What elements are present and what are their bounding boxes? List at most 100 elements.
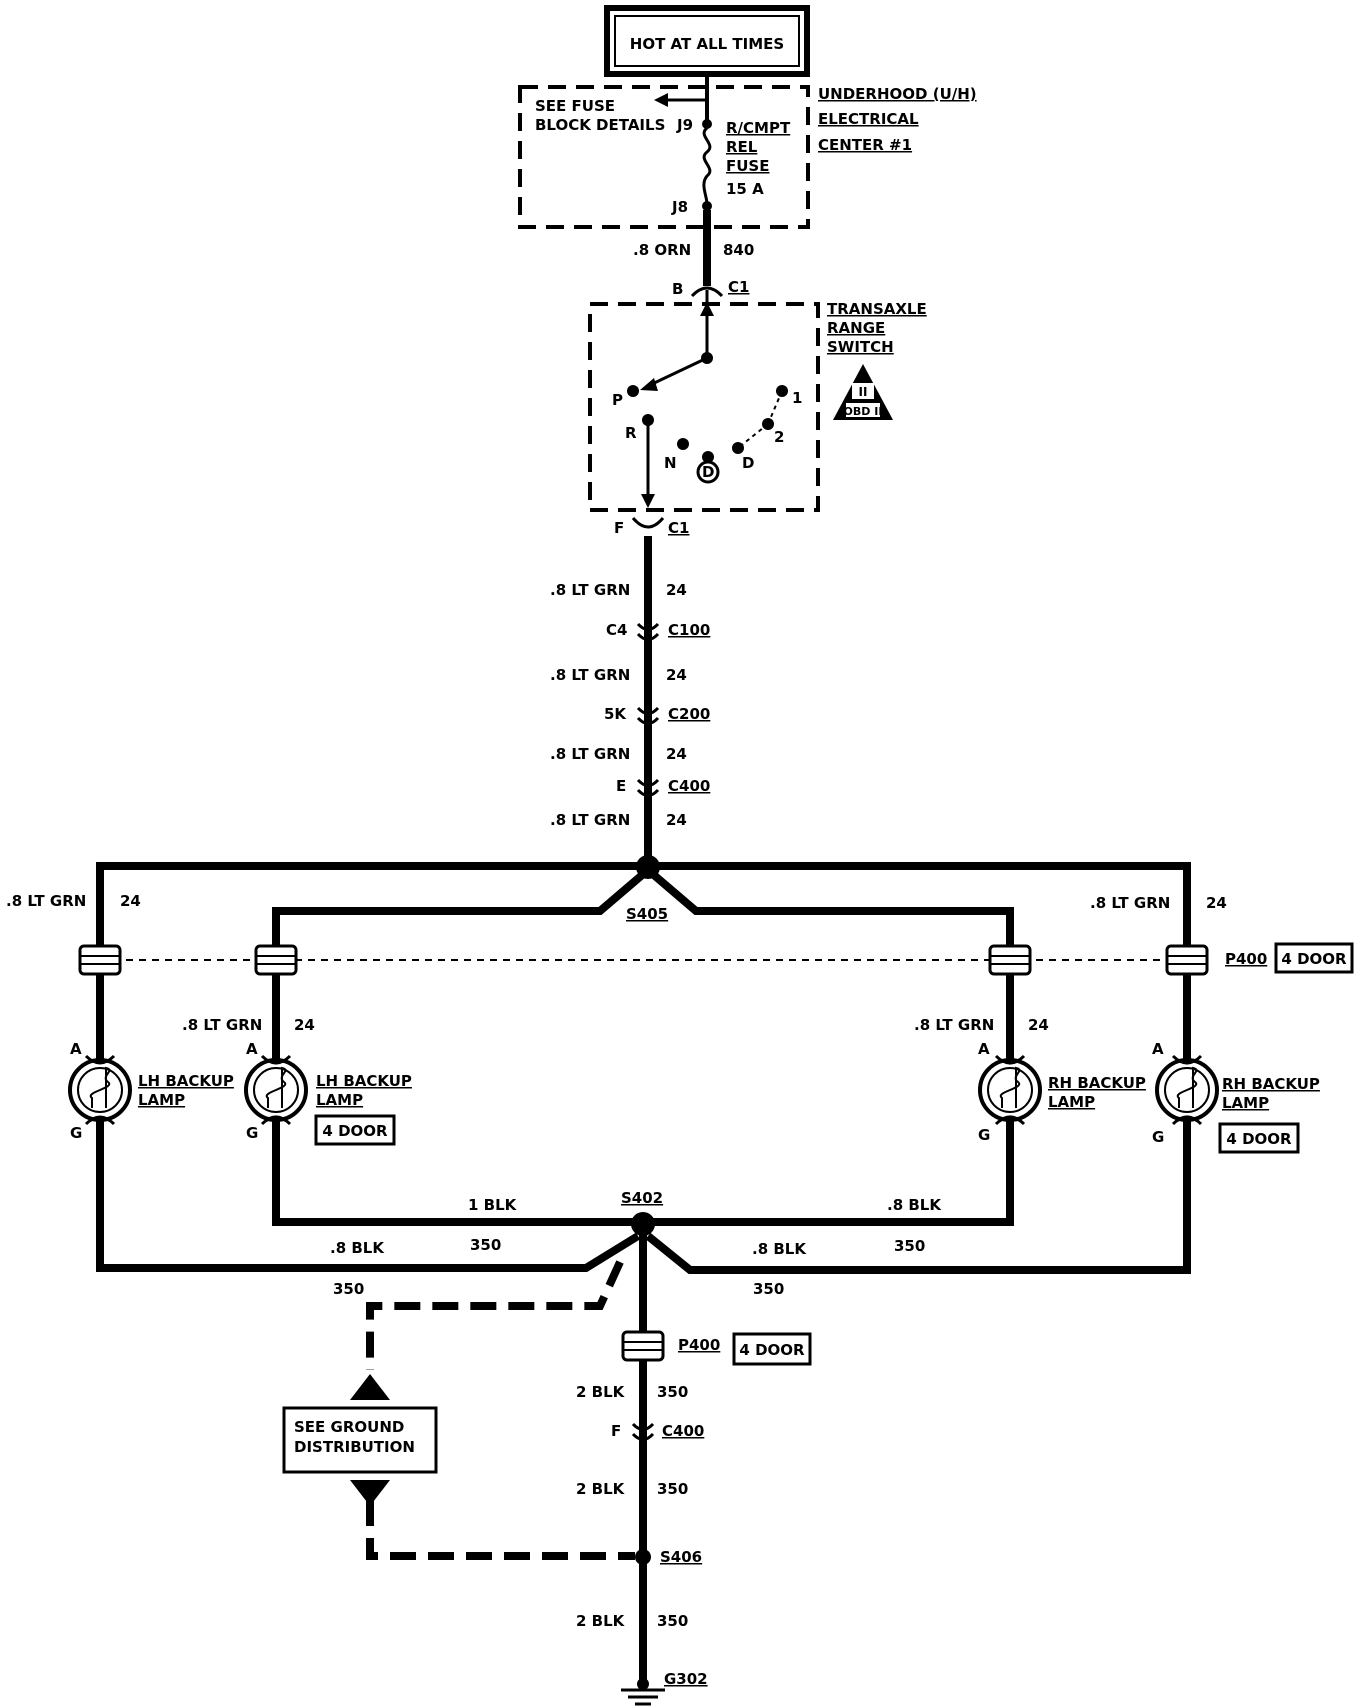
obd-ii-badge: II OBD II xyxy=(833,364,893,420)
connector-c100-pin: C4 xyxy=(606,621,627,639)
feed-wire-circuit: 840 xyxy=(723,241,754,259)
ground-inner-right-gauge: .8 BLK xyxy=(887,1196,942,1214)
connector-c100-label: C100 xyxy=(668,621,710,639)
lamp-rh-inner: A G RH BACKUP LAMP xyxy=(978,1040,1146,1144)
inner-right-circuit: 24 xyxy=(1028,1016,1049,1034)
ground-trunk-circuit-2: 350 xyxy=(657,1480,688,1498)
ground-inner-left-circuit: 350 xyxy=(470,1236,501,1254)
ground-outer-right-gauge: .8 BLK xyxy=(752,1240,807,1258)
lamp-rh-inner-name-2: LAMP xyxy=(1048,1093,1095,1111)
four-door-tag-top: 4 DOOR xyxy=(1281,950,1347,968)
ground-inner-left-gauge: 1 BLK xyxy=(468,1196,518,1214)
obd-ii-badge-bottom: OBD II xyxy=(844,405,883,418)
bulb-filament-icon xyxy=(1176,1066,1198,1108)
drive-circle-icon xyxy=(696,460,720,484)
obd-ii-badge-top: II xyxy=(859,385,868,399)
position-drive-circled: D xyxy=(702,463,714,481)
lamp-lh-outer-name-2: LAMP xyxy=(138,1091,185,1109)
ground-inner-right-circuit: 350 xyxy=(894,1237,925,1255)
arrow-up-icon xyxy=(350,1374,390,1400)
bulb-filament-icon xyxy=(89,1066,111,1108)
feed-wire-gauge: .8 ORN xyxy=(633,241,691,259)
lamp-rh-inner-name-1: RH BACKUP xyxy=(1048,1074,1146,1092)
position-n: N xyxy=(664,454,677,472)
see-ground-label-2: DISTRIBUTION xyxy=(294,1438,415,1456)
arrow-left-icon xyxy=(654,93,668,107)
pin-j8: J8 xyxy=(671,198,688,216)
outer-right-circuit: 24 xyxy=(1206,894,1227,912)
outer-left-gauge: .8 LT GRN xyxy=(6,892,86,910)
trunk-gauge-2: .8 LT GRN xyxy=(550,666,630,684)
see-ground-label-1: SEE GROUND xyxy=(294,1418,404,1436)
arrow-down-icon xyxy=(350,1480,390,1506)
lamp-rh-outer-pin-a: A xyxy=(1152,1040,1164,1058)
arrow-pointer-icon xyxy=(640,378,658,391)
lamp-lh-inner-pin-g: G xyxy=(246,1124,258,1142)
connector-c400-lower-label: C400 xyxy=(662,1422,704,1440)
connector-c1-label-bottom: C1 xyxy=(668,519,689,537)
outer-left-circuit: 24 xyxy=(120,892,141,910)
connector-c1-label-top: C1 xyxy=(728,278,749,296)
position-p: P xyxy=(612,391,623,409)
lamp-rh-outer-name-1: RH BACKUP xyxy=(1222,1075,1320,1093)
lamp-lh-inner: A G LH BACKUP LAMP 4 DOOR xyxy=(244,1040,412,1146)
lamp-lh-inner-tag: 4 DOOR xyxy=(322,1122,388,1140)
fuse-pin-j9-dot xyxy=(702,119,712,129)
ground-trunk-gauge-1: 2 BLK xyxy=(576,1383,626,1401)
lamp-rh-inner-pin-a: A xyxy=(978,1040,990,1058)
connector-c100: C4 C100 xyxy=(606,621,710,641)
fuse-rating: 15 A xyxy=(726,180,764,198)
outer-right-gauge: .8 LT GRN xyxy=(1090,894,1170,912)
center-label-1: UNDERHOOD (U/H) xyxy=(818,85,977,103)
lamp-rh-outer-tag: 4 DOOR xyxy=(1226,1130,1292,1148)
splice-s402-dot xyxy=(631,1212,655,1236)
lamp-rh-outer-name-2: LAMP xyxy=(1222,1094,1269,1112)
switch-title-1: TRANSAXLE xyxy=(827,300,927,318)
lamp-lh-inner-name-1: LH BACKUP xyxy=(316,1072,412,1090)
ground-outer-left-gauge: .8 BLK xyxy=(330,1239,385,1257)
splice-s406-dot xyxy=(635,1549,651,1565)
pass-through-p400-inner-left xyxy=(254,944,298,976)
splice-s405-label: S405 xyxy=(626,905,668,923)
pin-b: B xyxy=(672,280,683,298)
fuse-block: SEE FUSE BLOCK DETAILS J9 J8 R/CMPT REL … xyxy=(518,74,977,229)
inner-left-gauge: .8 LT GRN xyxy=(182,1016,262,1034)
position-1: 1 xyxy=(792,389,802,407)
pin-f: F xyxy=(614,519,624,537)
connector-c400-lower: F C400 xyxy=(611,1422,704,1441)
trunk-circuit-3: 24 xyxy=(666,745,687,763)
connector-c400-lower-pin: F xyxy=(611,1422,621,1440)
connector-c400-upper-pin: E xyxy=(616,777,626,795)
ground-trunk-circuit-3: 350 xyxy=(657,1612,688,1630)
trunk-circuit-2: 24 xyxy=(666,666,687,684)
lamp-lh-outer-pin-g: G xyxy=(70,1124,82,1142)
fuse-name-2: REL xyxy=(726,138,758,156)
ground-g302-label: G302 xyxy=(664,1670,708,1688)
center-label-2: ELECTRICAL xyxy=(818,110,919,128)
lamp-lh-outer-pin-a: A xyxy=(70,1040,82,1058)
lamp-lh-inner-name-2: LAMP xyxy=(316,1091,363,1109)
ground-trunk-circuit-1: 350 xyxy=(657,1383,688,1401)
pass-through-p400-ground: P400 4 DOOR xyxy=(621,1330,812,1366)
see-fuse-label: SEE FUSE xyxy=(535,97,615,115)
ground-icon xyxy=(621,1678,665,1706)
pin-j9: J9 xyxy=(676,116,693,134)
bulb-filament-icon xyxy=(265,1066,287,1108)
connector-c200-pin: 5K xyxy=(604,705,627,723)
ground-reference-path xyxy=(366,1260,635,1560)
trunk-circuit-1: 24 xyxy=(666,581,687,599)
fuse-icon xyxy=(702,126,712,205)
pass-through-p400-inner-right xyxy=(988,944,1032,976)
transaxle-range-switch: B C1 P R N D D 2 1 TRANSAXLE RANGE SWITC… xyxy=(588,278,927,537)
pass-through-p400-ground-label: P400 xyxy=(678,1336,720,1354)
ground-outer-right-circuit: 350 xyxy=(753,1280,784,1298)
ground-outer-left-circuit: 350 xyxy=(333,1280,364,1298)
connector-c200: 5K C200 xyxy=(604,705,710,725)
lamp-lh-inner-pin-a: A xyxy=(246,1040,258,1058)
splice-s402-label: S402 xyxy=(621,1189,663,1207)
connector-c400-upper-label: C400 xyxy=(668,777,710,795)
lamp-rh-outer: A G RH BACKUP LAMP 4 DOOR xyxy=(1152,1040,1320,1154)
connector-c1-top xyxy=(690,286,724,298)
power-label: HOT AT ALL TIMES xyxy=(630,35,784,53)
